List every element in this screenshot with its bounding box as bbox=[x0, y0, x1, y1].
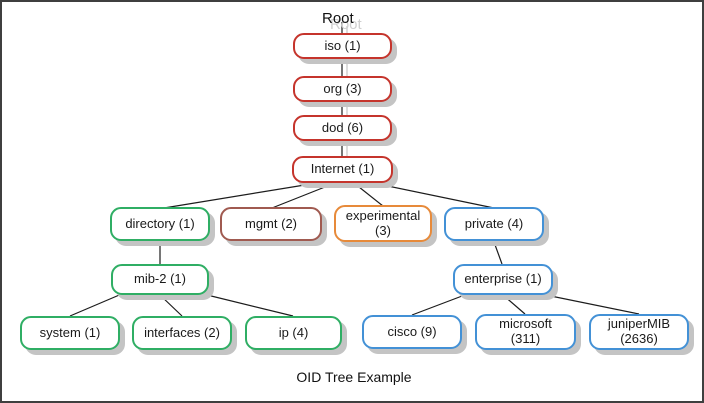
node-junipermib-label-line: (2636) bbox=[620, 331, 658, 346]
node-junipermib: juniperMIB(2636) bbox=[589, 314, 689, 350]
node-mib-2-label: mib-2 (1) bbox=[133, 271, 186, 287]
node-org: org (3) bbox=[293, 76, 392, 102]
node-iso: iso (1) bbox=[293, 33, 392, 59]
edge-mib-2-interfaces bbox=[159, 294, 183, 317]
node-ip-label: ip (4) bbox=[278, 324, 309, 340]
edge-enterprise-microsoft bbox=[502, 294, 526, 315]
node-microsoft-label-line: (311) bbox=[510, 331, 541, 346]
node-org-label: org (3) bbox=[323, 80, 362, 96]
node-cisco: cisco (9) bbox=[362, 315, 462, 349]
node-iso-label: iso (1) bbox=[324, 37, 361, 53]
root-label-shadow: Root bbox=[330, 16, 362, 33]
node-cisco-label: cisco (9) bbox=[387, 323, 437, 339]
node-directory-label: directory (1) bbox=[125, 215, 195, 231]
root-label-text: Root bbox=[322, 10, 354, 27]
root-label: Root Root bbox=[302, 6, 382, 36]
diagram-caption: OID Tree Example bbox=[296, 369, 412, 385]
node-ip: ip (4) bbox=[245, 316, 342, 350]
node-mib-2: mib-2 (1) bbox=[111, 264, 209, 295]
node-enterprise: enterprise (1) bbox=[453, 264, 553, 295]
node-mgmt-label: mgmt (2) bbox=[245, 215, 297, 231]
node-experimental-label-line: (3) bbox=[375, 222, 391, 238]
node-experimental: experimental(3) bbox=[334, 205, 432, 242]
node-system: system (1) bbox=[20, 316, 120, 350]
node-internet: Internet (1) bbox=[292, 156, 393, 183]
edge-mib-2-system bbox=[69, 292, 125, 317]
edge-enterprise-cisco bbox=[411, 292, 471, 316]
node-interfaces-label: interfaces (2) bbox=[144, 324, 220, 340]
node-junipermib-label-line: juniperMIB bbox=[607, 316, 671, 332]
node-directory: directory (1) bbox=[110, 207, 210, 241]
node-dod-label: dod (6) bbox=[321, 119, 364, 135]
edge-mib-2-ip bbox=[198, 292, 294, 317]
node-enterprise-label: enterprise (1) bbox=[464, 271, 542, 287]
node-experimental-label-line: experimental bbox=[345, 207, 421, 223]
node-microsoft-label-line: microsoft bbox=[499, 316, 552, 332]
node-dod: dod (6) bbox=[293, 115, 392, 141]
node-interfaces: interfaces (2) bbox=[132, 316, 232, 350]
node-microsoft: microsoft(311) bbox=[475, 314, 576, 350]
edge-internet-experimental bbox=[353, 182, 384, 207]
edge-enterprise-junipermib bbox=[535, 292, 640, 315]
node-mgmt: mgmt (2) bbox=[220, 207, 322, 241]
node-private-label: private (4) bbox=[464, 215, 524, 231]
node-private: private (4) bbox=[444, 207, 544, 241]
edge-internet-mgmt bbox=[271, 182, 336, 209]
node-internet-label: Internet (1) bbox=[310, 161, 375, 177]
edge-internet-directory bbox=[163, 182, 318, 209]
edge-private-enterprise bbox=[493, 241, 503, 265]
node-system-label: system (1) bbox=[39, 324, 101, 340]
